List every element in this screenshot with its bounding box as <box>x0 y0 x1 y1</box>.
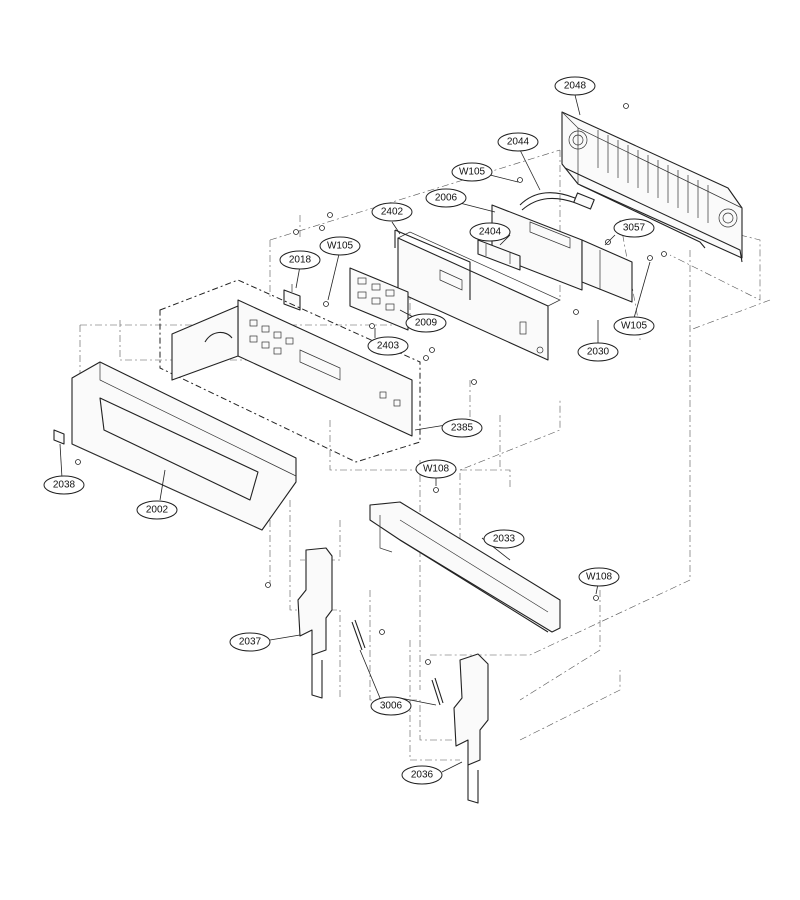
svg-text:W105: W105 <box>621 321 648 332</box>
callout-2402: 2402 <box>371 202 413 222</box>
svg-text:2018: 2018 <box>289 255 312 266</box>
svg-text:2402: 2402 <box>381 207 404 218</box>
callout-w108-right: W108 <box>578 567 620 587</box>
part-2006-control-board <box>491 204 583 291</box>
svg-text:2403: 2403 <box>377 341 400 352</box>
svg-text:2009: 2009 <box>415 318 438 329</box>
callout-3057: 3057 <box>613 218 655 238</box>
callout-labels: 2048 2044 W105 2006 2402 3057 2404 W105 <box>43 76 655 785</box>
part-2033-lower-rail <box>369 501 561 633</box>
svg-text:2006: 2006 <box>435 193 458 204</box>
svg-text:2030: 2030 <box>587 347 610 358</box>
svg-text:2002: 2002 <box>146 505 169 516</box>
callout-2018: 2018 <box>279 250 321 270</box>
screws <box>75 103 667 665</box>
callout-2006: 2006 <box>425 188 467 208</box>
part-2018-clip <box>283 284 301 311</box>
svg-text:2037: 2037 <box>239 637 262 648</box>
callout-2044: 2044 <box>497 132 539 152</box>
callout-w105-left: W105 <box>319 236 361 256</box>
callout-w105-right: W105 <box>613 316 655 336</box>
svg-text:2044: 2044 <box>507 137 530 148</box>
callout-2033: 2033 <box>483 529 525 549</box>
svg-text:2385: 2385 <box>451 423 474 434</box>
svg-text:2038: 2038 <box>53 480 76 491</box>
svg-text:3057: 3057 <box>623 223 646 234</box>
part-3006-pins <box>351 619 444 706</box>
callout-w105-top: W105 <box>451 162 493 182</box>
svg-text:2048: 2048 <box>564 81 587 92</box>
callout-w108-top: W108 <box>415 459 457 479</box>
part-2048-rear-vent-panel <box>561 111 743 263</box>
leader-lines <box>59 94 651 773</box>
svg-text:2036: 2036 <box>411 770 434 781</box>
part-2044-wire-harness <box>519 192 595 211</box>
callout-2385: 2385 <box>441 418 483 438</box>
svg-text:2404: 2404 <box>479 227 502 238</box>
part-2038-small-clip <box>53 429 65 445</box>
part-2404-small-component <box>477 239 521 271</box>
callout-2009: 2009 <box>405 313 447 333</box>
callout-2036: 2036 <box>401 765 443 785</box>
svg-text:3006: 3006 <box>380 701 403 712</box>
svg-text:W108: W108 <box>423 464 450 475</box>
part-2402-bracket-frame <box>394 229 471 300</box>
callout-2038: 2038 <box>43 475 85 495</box>
part-2037-left-bracket <box>297 547 333 699</box>
part-2385-control-panel-assembly <box>159 279 421 463</box>
callout-2048: 2048 <box>554 76 596 96</box>
part-3057-side-bracket <box>581 239 633 303</box>
svg-text:W105: W105 <box>327 241 354 252</box>
svg-text:W105: W105 <box>459 167 486 178</box>
svg-text:2033: 2033 <box>493 534 516 545</box>
callout-2030: 2030 <box>577 342 619 362</box>
part-2009-switch-board <box>349 267 409 331</box>
part-2030-cover-plate <box>397 231 561 361</box>
callout-2404: 2404 <box>469 222 511 242</box>
callout-3006: 3006 <box>370 696 412 716</box>
svg-text:W108: W108 <box>586 572 613 583</box>
part-2036-right-bracket <box>453 653 489 804</box>
callout-2002: 2002 <box>136 500 178 520</box>
callout-2403: 2403 <box>367 336 409 356</box>
callout-2037: 2037 <box>229 632 271 652</box>
part-2002-trim-panel <box>71 361 297 531</box>
